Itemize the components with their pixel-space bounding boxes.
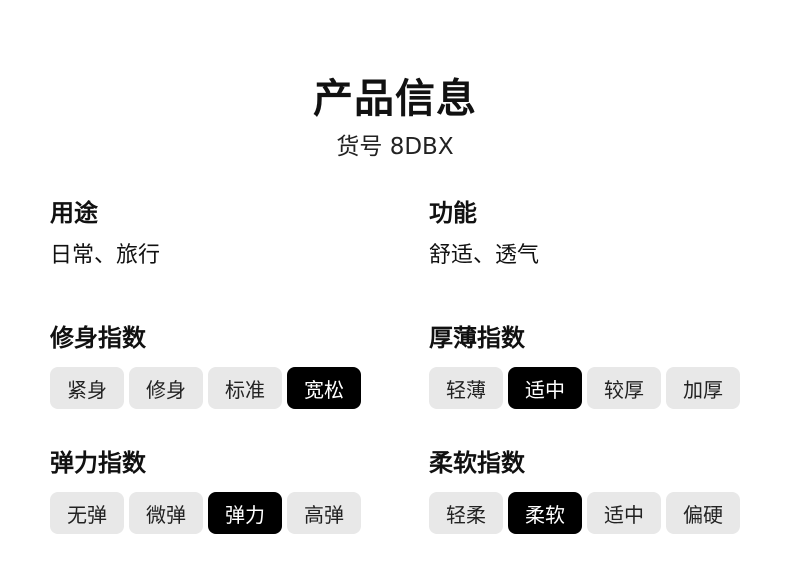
fit-index-options: 紧身 修身 标准 宽松 (50, 367, 390, 409)
function-label: 功能 (429, 199, 477, 227)
elasticity-option[interactable]: 弹力 (208, 492, 282, 534)
fit-index-label: 修身指数 (50, 324, 146, 352)
softness-index-label: 柔软指数 (429, 449, 525, 477)
product-info-header: 产品信息 货号 8DBX (0, 72, 790, 162)
usage-label: 用途 (50, 199, 98, 227)
fit-option[interactable]: 修身 (129, 367, 203, 409)
item-code: 货号 8DBX (336, 134, 454, 160)
function-section: 功能 舒适、透气 (429, 197, 769, 271)
fit-option[interactable]: 标准 (208, 367, 282, 409)
thickness-option[interactable]: 轻薄 (429, 367, 503, 409)
elasticity-option[interactable]: 无弹 (50, 492, 124, 534)
page-title: 产品信息 (313, 76, 477, 122)
thickness-option[interactable]: 加厚 (666, 367, 740, 409)
fit-index-section: 修身指数 紧身 修身 标准 宽松 (50, 322, 390, 409)
thickness-index-options: 轻薄 适中 较厚 加厚 (429, 367, 769, 409)
thickness-index-label: 厚薄指数 (429, 324, 525, 352)
softness-option[interactable]: 柔软 (508, 492, 582, 534)
softness-option[interactable]: 轻柔 (429, 492, 503, 534)
thickness-option[interactable]: 适中 (508, 367, 582, 409)
elasticity-index-label: 弹力指数 (50, 449, 146, 477)
softness-option[interactable]: 适中 (587, 492, 661, 534)
usage-section: 用途 日常、旅行 (50, 197, 390, 271)
elasticity-index-section: 弹力指数 无弹 微弹 弹力 高弹 (50, 447, 390, 534)
thickness-index-section: 厚薄指数 轻薄 适中 较厚 加厚 (429, 322, 769, 409)
elasticity-option[interactable]: 高弹 (287, 492, 361, 534)
usage-value: 日常、旅行 (50, 243, 161, 268)
elasticity-option[interactable]: 微弹 (129, 492, 203, 534)
fit-option[interactable]: 宽松 (287, 367, 361, 409)
softness-index-section: 柔软指数 轻柔 柔软 适中 偏硬 (429, 447, 769, 534)
softness-index-options: 轻柔 柔软 适中 偏硬 (429, 492, 769, 534)
elasticity-index-options: 无弹 微弹 弹力 高弹 (50, 492, 390, 534)
thickness-option[interactable]: 较厚 (587, 367, 661, 409)
softness-option[interactable]: 偏硬 (666, 492, 740, 534)
fit-option[interactable]: 紧身 (50, 367, 124, 409)
function-value: 舒适、透气 (429, 243, 540, 268)
